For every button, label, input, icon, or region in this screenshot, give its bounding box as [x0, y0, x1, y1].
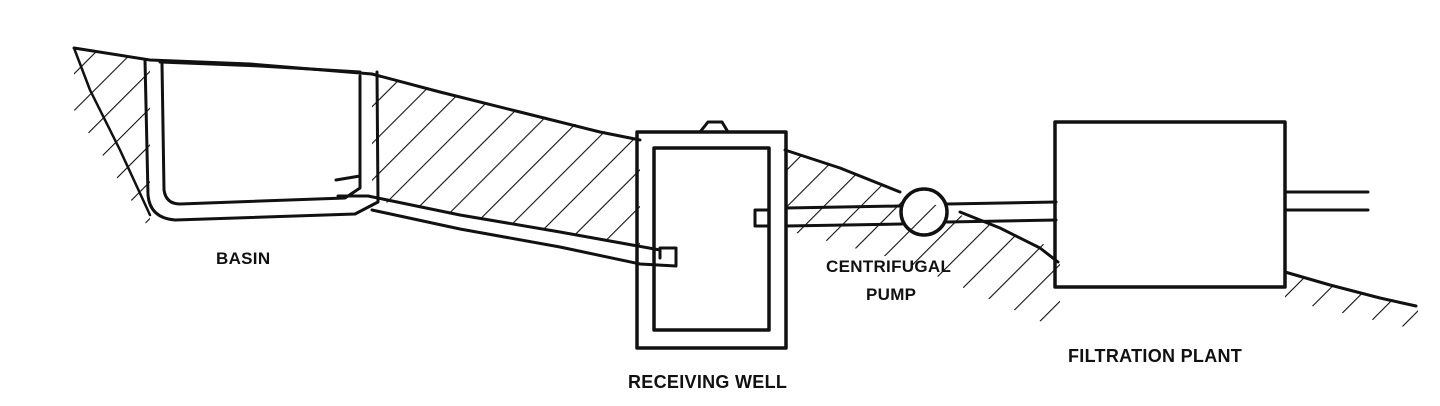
ground-left-slope — [72, 46, 152, 217]
ground-surface-line — [72, 46, 1418, 308]
centrifugal-pump — [899, 187, 949, 237]
label-receiving-well: RECEIVING WELL — [628, 372, 787, 392]
pipe-well-to-pump — [784, 204, 904, 228]
label-filtration-plant: FILTRATION PLANT — [1068, 346, 1242, 366]
basin — [143, 58, 380, 222]
pipe-pump-to-plant — [945, 200, 1058, 224]
pipe-basin-to-well — [334, 174, 678, 268]
label-pump: PUMP — [866, 285, 916, 304]
filtration-plant — [1053, 120, 1287, 289]
label-basin: BASIN — [216, 249, 270, 268]
soil-hatching — [74, 48, 1418, 330]
pipe-outlet — [1283, 190, 1370, 212]
receiving-well — [635, 120, 788, 350]
label-centrifugal: CENTRIFUGAL — [826, 257, 951, 276]
